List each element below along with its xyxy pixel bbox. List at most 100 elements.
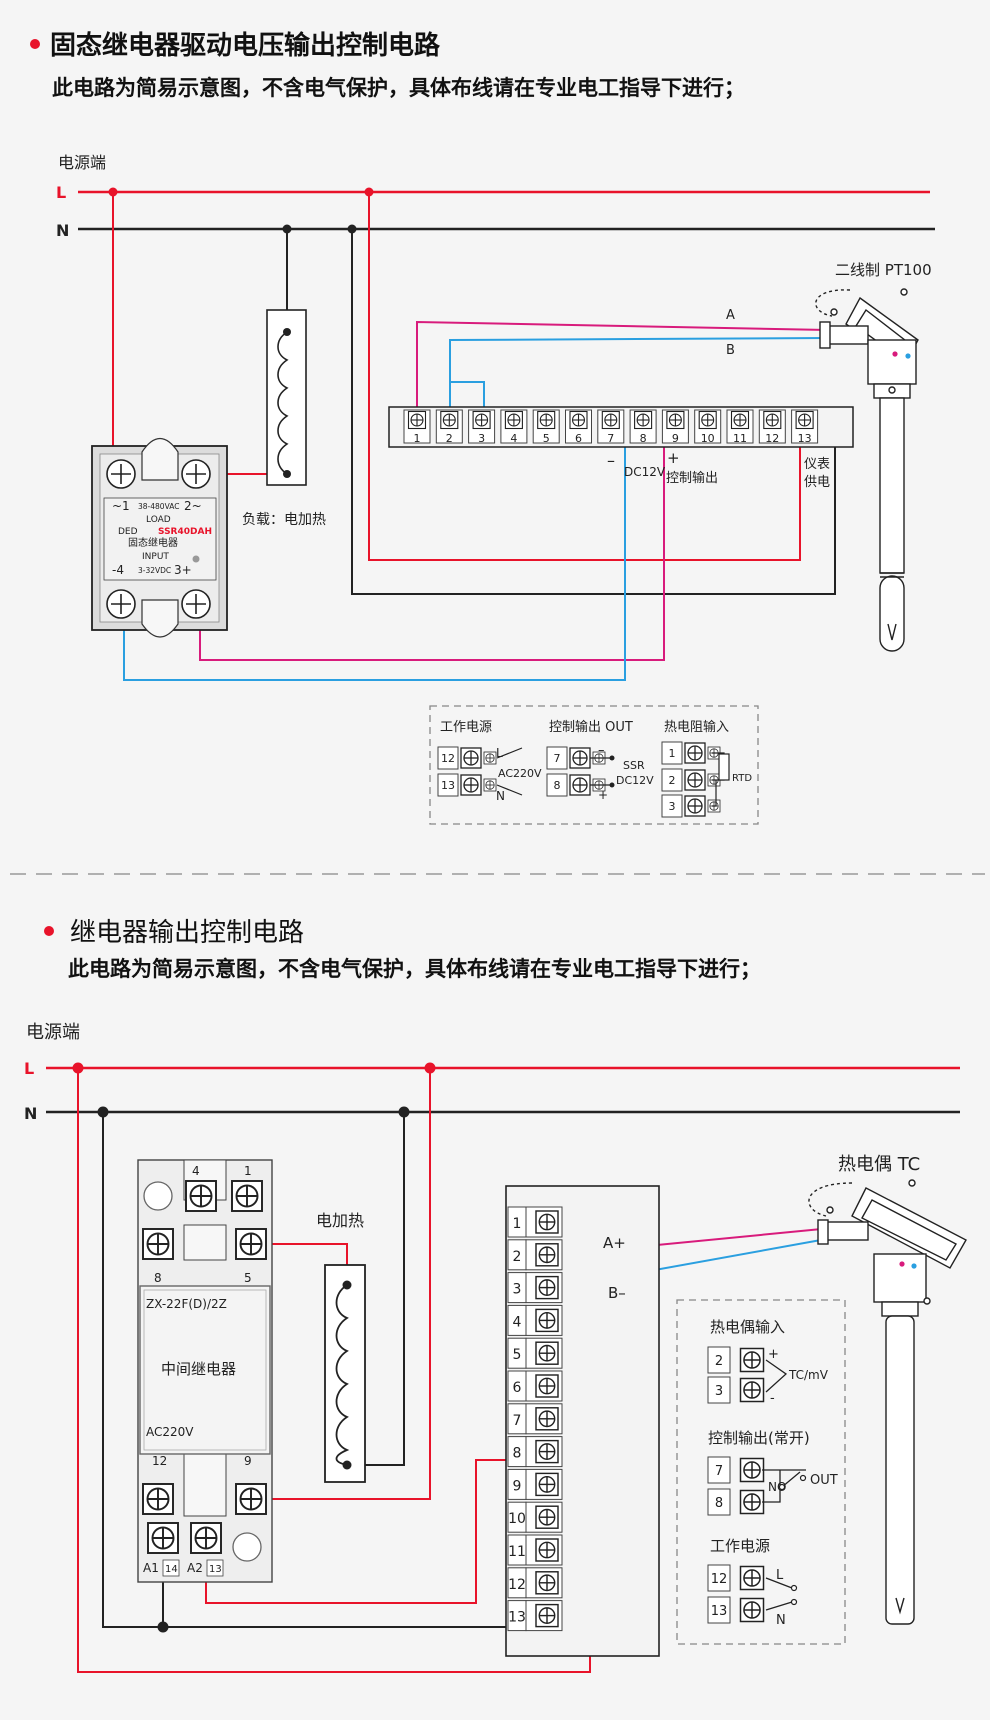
s1-terminal-screw[interactable] (601, 410, 620, 430)
s1-terminal-screw[interactable] (763, 410, 782, 430)
s2-legend-plus: + (768, 1347, 779, 1362)
s1-minus: – (607, 451, 615, 470)
s1-legend-terminal-screw[interactable] (684, 769, 706, 791)
s2-terminal-screw[interactable] (535, 1210, 559, 1234)
s1-terminal-label: 13 (798, 432, 812, 445)
s1-ssr-name: 固态继电器 (128, 536, 178, 549)
s1-dc12v: DC12V (624, 465, 666, 479)
s1-terminal-screw[interactable] (698, 410, 717, 430)
s2-relay-t13: 13 (209, 1564, 222, 1575)
s1-terminal-label: 4 (510, 432, 517, 445)
s2-terminal-label: 2 (513, 1249, 522, 1265)
s1-legend-dc12v: DC12V (616, 774, 654, 787)
s2-legend-minus: - (770, 1391, 775, 1406)
s1-terminal-screw[interactable] (440, 410, 459, 430)
s1-ssr-screw-3 (181, 589, 211, 619)
s2-legend-terminal-screw[interactable] (739, 1457, 765, 1483)
s2-terminal-label: 9 (513, 1478, 522, 1494)
s1-legend-terminal-screw[interactable] (684, 795, 706, 817)
s1-terminal-screw[interactable] (569, 410, 588, 430)
s2-terminal-screw[interactable] (535, 1538, 559, 1562)
s2-relay-screw[interactable] (231, 1180, 263, 1212)
s1-meter-power-1: 仪表 (804, 457, 830, 472)
s2-terminal-screw[interactable] (535, 1243, 559, 1267)
s1-legend-N: N (496, 789, 505, 803)
s1-heater-node-bottom (283, 470, 291, 478)
s2-tc-sensor (808, 1179, 967, 1625)
s1-heater-coil (277, 331, 289, 475)
s2-sensor-dot-B (911, 1263, 917, 1269)
section2-title: 继电器输出控制电路 (70, 918, 305, 948)
s2-legend-terminal-num: 8 (715, 1496, 723, 1511)
s2-terminal-screw[interactable] (535, 1275, 559, 1300)
s1-ssr: ~1 38-480VAC 2~ LOAD DED SSR40DAH 固态继电器 … (91, 437, 228, 638)
s2-terminal-label: 8 (513, 1446, 522, 1462)
s2-legend-terminal-screw[interactable] (739, 1489, 765, 1515)
s1-legend-terminal-num-box (661, 741, 683, 765)
s2-relay-screw[interactable] (235, 1228, 267, 1260)
s1-legend-rtd-title: 热电阻输入 (664, 719, 729, 735)
s1-legend-terminal-num: 3 (669, 800, 676, 813)
s1-legend-out-leads (590, 757, 612, 786)
s1-terminal-screw[interactable] (472, 410, 491, 430)
s1-legend-terminal-screw-small[interactable] (483, 751, 497, 765)
s2-terminal-screw[interactable] (535, 1571, 559, 1595)
s1-ssr-screw-4 (106, 589, 136, 619)
s2-terminal-screw[interactable] (535, 1308, 559, 1333)
s2-terminal-screw[interactable] (535, 1407, 559, 1431)
s2-legend-tcmv: TC/mV (788, 1368, 829, 1382)
s2-legend-terminal-num-box (707, 1564, 731, 1592)
s2-relay-screw[interactable] (142, 1228, 174, 1260)
s2-relay-screw[interactable] (235, 1483, 267, 1515)
s2-legend-terminal-screw[interactable] (739, 1377, 765, 1403)
s1-control-output: 控制输出 (666, 470, 718, 486)
s1-legend-power-title: 工作电源 (440, 720, 492, 735)
s2-node-a1 (157, 1621, 169, 1633)
s1-legend-terminal-screw[interactable] (569, 774, 591, 796)
s1-legend-terminal-screw[interactable] (684, 742, 706, 764)
s1-legend-terminal-screw[interactable] (460, 774, 482, 796)
s2-heater (324, 1264, 366, 1483)
s1-legend-terminal-screw-small[interactable] (483, 778, 497, 792)
s1-terminal-screw[interactable] (537, 410, 556, 430)
s2-terminal-label: 13 (508, 1610, 526, 1626)
s1-legend-terminal-num-box (546, 773, 568, 797)
s2-relay-screw[interactable] (185, 1180, 217, 1212)
s1-ssr-input-range: 3-32VDC (138, 566, 171, 575)
s1-terminal-screw[interactable] (730, 410, 750, 430)
s1-ssr-load: LOAD (146, 515, 171, 525)
s1-legend-terminal-screw[interactable] (460, 747, 482, 769)
section2-header: 继电器输出控制电路 此电路为简易示意图，不含电气保护，具体布线请在专业电工指导下… (0, 890, 990, 1000)
s2-node-N1 (97, 1106, 109, 1118)
s1-legend-terminal-num: 8 (554, 779, 561, 792)
s2-heater-label: 电加热 (316, 1211, 364, 1230)
s1-legend-terminal-screw[interactable] (569, 747, 591, 769)
s1-terminal-screw[interactable] (666, 410, 685, 430)
s1-terminal-screw[interactable] (407, 410, 427, 430)
s2-terminal-screw[interactable] (535, 1341, 559, 1365)
s2-relay-screw[interactable] (147, 1522, 179, 1554)
s1-terminal-screw[interactable] (795, 410, 814, 430)
s2-terminal-screw[interactable] (535, 1439, 559, 1464)
s1-legend-minus: – (598, 743, 605, 758)
s2-terminal-screw[interactable] (535, 1472, 559, 1497)
s2-relay-screw[interactable] (190, 1522, 222, 1554)
s1-terminal-label: 12 (765, 432, 779, 445)
s1-terminal-screw[interactable] (504, 410, 523, 430)
section2-bullet (44, 926, 54, 936)
s2-relay-t1: 1 (244, 1164, 252, 1178)
section1-header: 固态继电器驱动电压输出控制电路 此电路为简易示意图，不含电气保护，具体布线请在专… (0, 0, 990, 100)
s2-black-main (102, 1112, 544, 1628)
s2-legend-terminal-screw[interactable] (739, 1565, 765, 1591)
s2-sensor-label: 热电偶 TC (838, 1154, 920, 1175)
s1-legend-plus: + (598, 788, 608, 802)
s2-relay-t9: 9 (244, 1454, 252, 1468)
s2-legend-terminal-screw[interactable] (739, 1597, 765, 1623)
s2-terminal-screw[interactable] (535, 1374, 559, 1398)
s2-relay-screw[interactable] (142, 1483, 174, 1515)
s2-terminal-screw[interactable] (535, 1603, 559, 1628)
s1-terminal-label: 3 (478, 432, 485, 445)
s2-terminal-screw[interactable] (535, 1505, 559, 1529)
s1-terminal-screw[interactable] (634, 410, 653, 430)
s2-legend-terminal-screw[interactable] (739, 1347, 765, 1373)
